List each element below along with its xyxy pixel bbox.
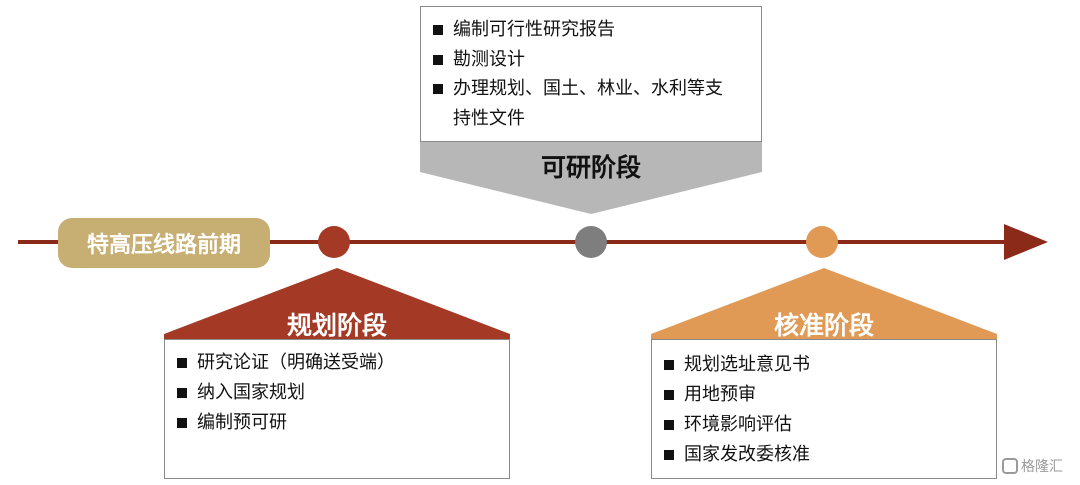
timeline-line — [18, 240, 1008, 244]
list-item: 编制预可研 — [177, 408, 499, 438]
plan-stage-title: 规划阶段 — [286, 311, 387, 340]
bullet-square-icon — [664, 450, 674, 460]
start-label: 特高压线路前期 — [58, 218, 270, 268]
list-item: 研究论证（明确送受端） — [177, 348, 499, 378]
approve-stage-dot — [806, 226, 838, 258]
list-item: 办理规划、国土、林业、水利等支 — [433, 74, 751, 104]
plan-items-box: 研究论证（明确送受端） 纳入国家规划 编制预可研 — [164, 339, 510, 479]
approve-items-box: 规划选址意见书 用地预审 环境影响评估 国家发改委核准 — [651, 339, 997, 479]
study-stage-dot — [575, 226, 607, 258]
list-item: 国家发改委核准 — [664, 440, 986, 470]
list-item-continuation: 持性文件 — [453, 107, 525, 129]
approve-header-shape — [651, 268, 997, 339]
bullet-square-icon — [664, 390, 674, 400]
list-item: 环境影响评估 — [664, 410, 986, 440]
list-item: 纳入国家规划 — [177, 378, 499, 408]
start-label-text: 特高压线路前期 — [86, 233, 241, 258]
study-header-shape — [420, 141, 762, 214]
bullet-square-icon — [664, 420, 674, 430]
bullet-square-icon — [433, 54, 443, 65]
approve-stage-title: 核准阶段 — [773, 311, 874, 340]
list-item: 规划选址意见书 — [664, 350, 986, 380]
list-item: 用地预审 — [664, 380, 986, 410]
watermark-logo-icon — [1002, 458, 1018, 474]
list-item: 勘测设计 — [433, 45, 751, 75]
plan-stage-dot — [318, 226, 350, 258]
bullet-square-icon — [664, 360, 674, 370]
bullet-square-icon — [177, 418, 187, 428]
bullet-square-icon — [177, 358, 187, 368]
watermark: 格隆汇 — [1002, 456, 1063, 476]
study-stage-title: 可研阶段 — [540, 153, 641, 182]
list-item: 编制可行性研究报告 — [433, 15, 751, 45]
bullet-square-icon — [177, 388, 187, 398]
study-items-box: 编制可行性研究报告 勘测设计 办理规划、国土、林业、水利等支 持性文件 — [420, 6, 762, 142]
timeline-arrow-icon — [1004, 224, 1048, 260]
plan-header-shape — [164, 268, 510, 339]
bullet-square-icon — [433, 84, 443, 94]
bullet-square-icon — [433, 25, 443, 35]
